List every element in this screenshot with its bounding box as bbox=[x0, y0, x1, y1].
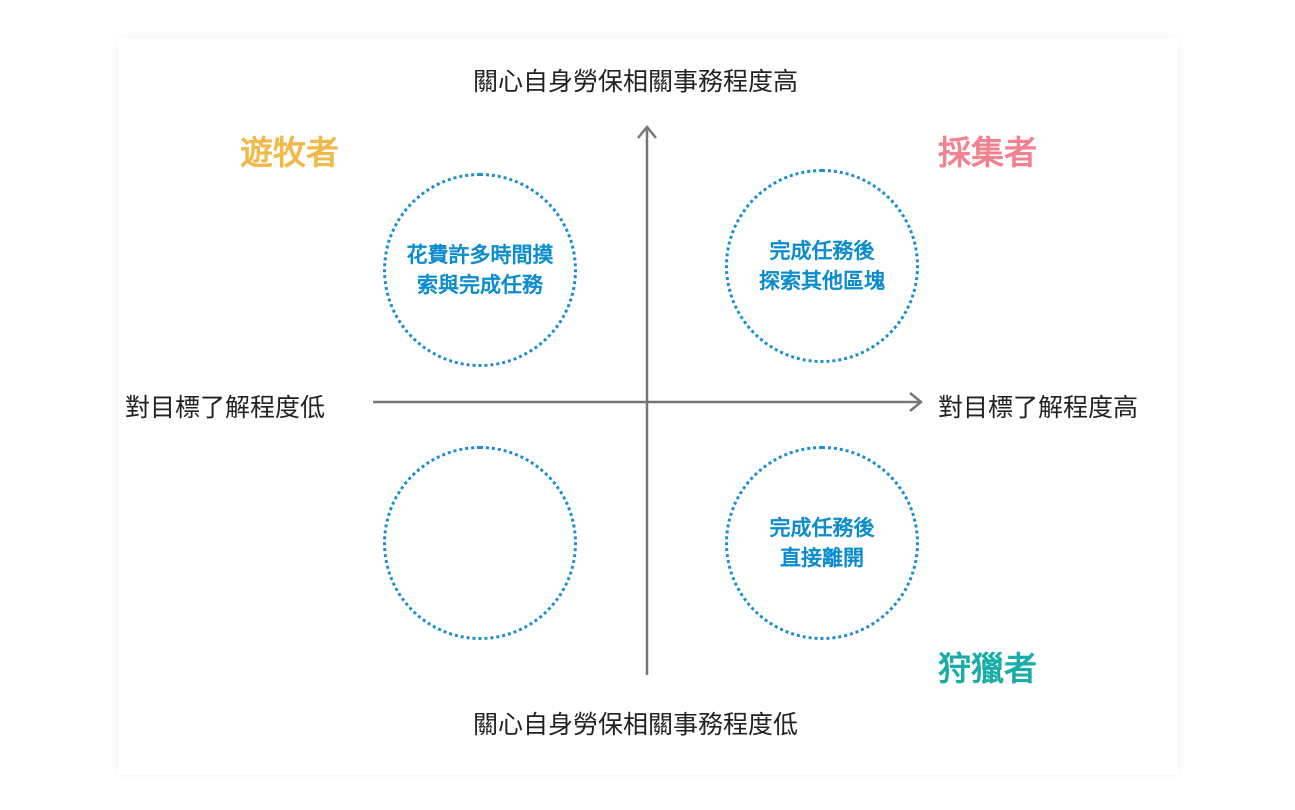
circle-top-right: 完成任務後 探索其他區塊 bbox=[725, 169, 919, 363]
axis-label-left: 對目標了解程度低 bbox=[125, 393, 326, 422]
horizontal-axis bbox=[373, 392, 923, 412]
circle-text-line: 花費許多時間摸 bbox=[406, 243, 554, 267]
circle-top-left: 花費許多時間摸 索與完成任務 bbox=[383, 173, 577, 367]
persona-gatherer: 採集者 bbox=[938, 133, 1037, 172]
axis-label-bottom: 關心自身勞保相關事務程度低 bbox=[473, 710, 799, 739]
persona-nomad: 遊牧者 bbox=[240, 133, 339, 172]
circle-bottom-left bbox=[383, 446, 577, 640]
circle-text-line: 探索其他區塊 bbox=[759, 269, 885, 293]
axis-label-top: 關心自身勞保相關事務程度高 bbox=[473, 67, 799, 96]
circle-text-line: 完成任務後 bbox=[769, 239, 875, 263]
axis-label-right: 對目標了解程度高 bbox=[938, 393, 1139, 422]
circle-text-line: 索與完成任務 bbox=[417, 273, 543, 297]
circle-text-line: 完成任務後 bbox=[769, 516, 875, 540]
circle-text-line: 直接離開 bbox=[780, 546, 864, 570]
persona-hunter: 狩獵者 bbox=[938, 649, 1037, 688]
circle-bottom-right: 完成任務後 直接離開 bbox=[725, 446, 919, 640]
